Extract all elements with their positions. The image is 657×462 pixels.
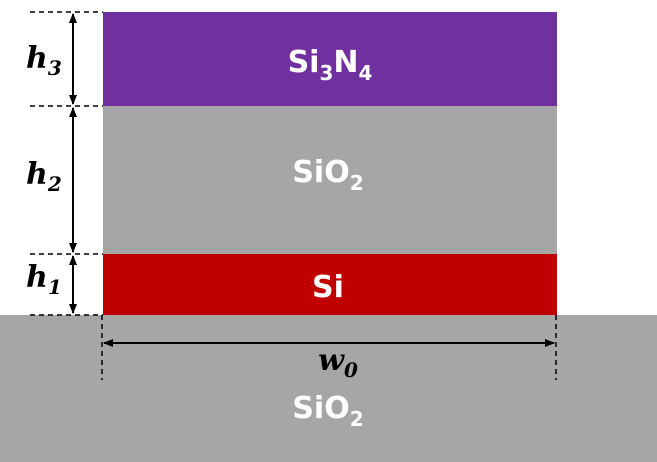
si-label: Si xyxy=(312,270,344,305)
si3n4-label: Si3N4 xyxy=(288,45,373,85)
si-layer xyxy=(103,254,557,315)
sio2-middle-layer xyxy=(103,106,557,254)
si3n4-layer xyxy=(103,12,557,106)
substrate-sio2-region xyxy=(0,315,657,462)
h2-label: h2 xyxy=(26,157,62,196)
height-guide-lines xyxy=(30,11,103,316)
sio2-middle-label: SiO2 xyxy=(292,155,363,195)
h3-label: h3 xyxy=(26,41,62,80)
substrate-sio2-label: SiO2 xyxy=(292,391,363,431)
w0-label: w0 xyxy=(318,343,358,382)
width-guide-lines xyxy=(101,315,557,380)
h1-label: h1 xyxy=(26,260,62,299)
